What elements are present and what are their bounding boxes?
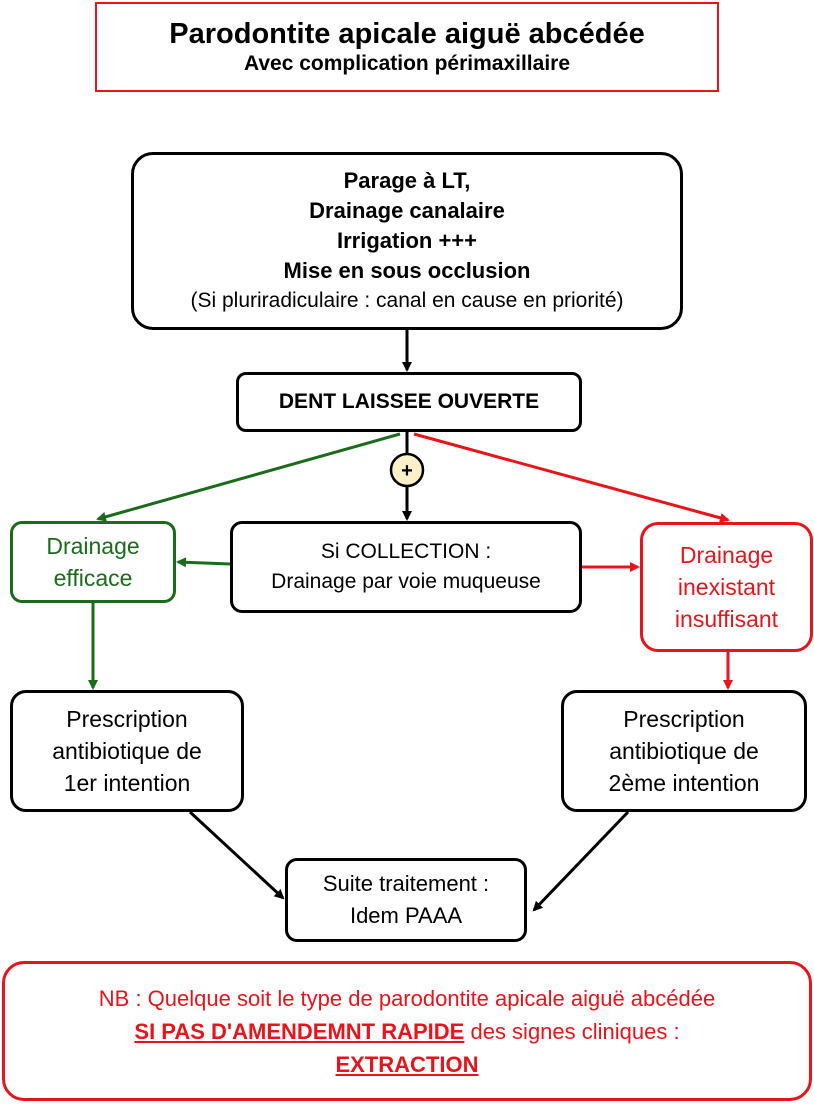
step1-line4: Mise en sous occlusion — [283, 258, 531, 283]
page-title: Parodontite apicale aiguë abcédée — [169, 17, 645, 50]
rx2-line3: 2ème intention — [608, 770, 760, 796]
rx1-line2: antibiotique de — [52, 738, 202, 764]
page-subtitle: Avec complication périmaxillaire — [243, 51, 571, 75]
rx1-line1: Prescription — [66, 706, 188, 732]
good-drainage-line2: efficace — [53, 565, 133, 591]
arrow-collection-to-good — [176, 557, 231, 568]
arrow-open-to-bad — [413, 432, 730, 523]
step1-line3: Irrigation +++ — [337, 228, 477, 253]
step1-line2: Drainage canalaire — [309, 198, 505, 223]
open-tooth-label: DENT LAISSEE OUVERTE — [278, 390, 540, 413]
nb-note-box: NB : Quelque soit le type de parodontite… — [2, 961, 812, 1101]
bad-drainage-line1: Drainage — [679, 542, 774, 568]
bad-drainage-line2: inexistant — [677, 574, 776, 600]
collection-line1: Si COLLECTION : — [320, 540, 492, 563]
good-drainage-box: Drainage efficace — [10, 521, 176, 603]
step1-note: (Si pluriradiculaire : canal en cause en… — [190, 289, 624, 312]
junction-symbol: + — [401, 460, 413, 482]
rx1-line3: 1er intention — [63, 770, 191, 796]
good-drainage-line1: Drainage — [46, 533, 140, 559]
followup-line2: Idem PAAA — [349, 903, 463, 928]
rx-second-intention-box: Prescription antibiotique de 2ème intent… — [561, 690, 807, 812]
initial-treatment-box: Parage à LT, Drainage canalaire Irrigati… — [131, 152, 683, 330]
nb-emphasis: SI PAS D'AMENDEMNT RAPIDE — [134, 1018, 465, 1044]
rx2-line2: antibiotique de — [609, 738, 759, 764]
open-tooth-box: DENT LAISSEE OUVERTE — [236, 372, 582, 432]
collection-box: Si COLLECTION : Drainage par voie muqueu… — [230, 521, 582, 613]
arrow-rx2-to-followup — [532, 810, 630, 912]
followup-box: Suite traitement : Idem PAAA — [285, 858, 527, 942]
bad-drainage-line3: insuffisant — [674, 606, 779, 632]
step1-line1: Parage à LT, — [343, 168, 471, 193]
rx2-line1: Prescription — [623, 706, 745, 732]
junction-circle — [389, 452, 425, 488]
collection-line2: Drainage par voie muqueuse — [271, 570, 541, 593]
arrow-open-to-good — [96, 432, 401, 522]
rx-first-intention-box: Prescription antibiotique de 1er intenti… — [10, 690, 244, 812]
arrow-rx1-to-followup — [188, 810, 285, 900]
nb-line1: NB : Quelque soit le type de parodontite… — [98, 985, 716, 1011]
nb-extraction: EXTRACTION — [335, 1051, 479, 1077]
bad-drainage-box: Drainage inexistant insuffisant — [640, 522, 813, 652]
nb-line2-rest: des signes cliniques : — [464, 1018, 680, 1044]
followup-line1: Suite traitement : — [322, 871, 490, 896]
nb-line2: SI PAS D'AMENDEMNT RAPIDE des signes cli… — [134, 1015, 679, 1048]
title-box: Parodontite apicale aiguë abcédée Avec c… — [95, 2, 719, 92]
